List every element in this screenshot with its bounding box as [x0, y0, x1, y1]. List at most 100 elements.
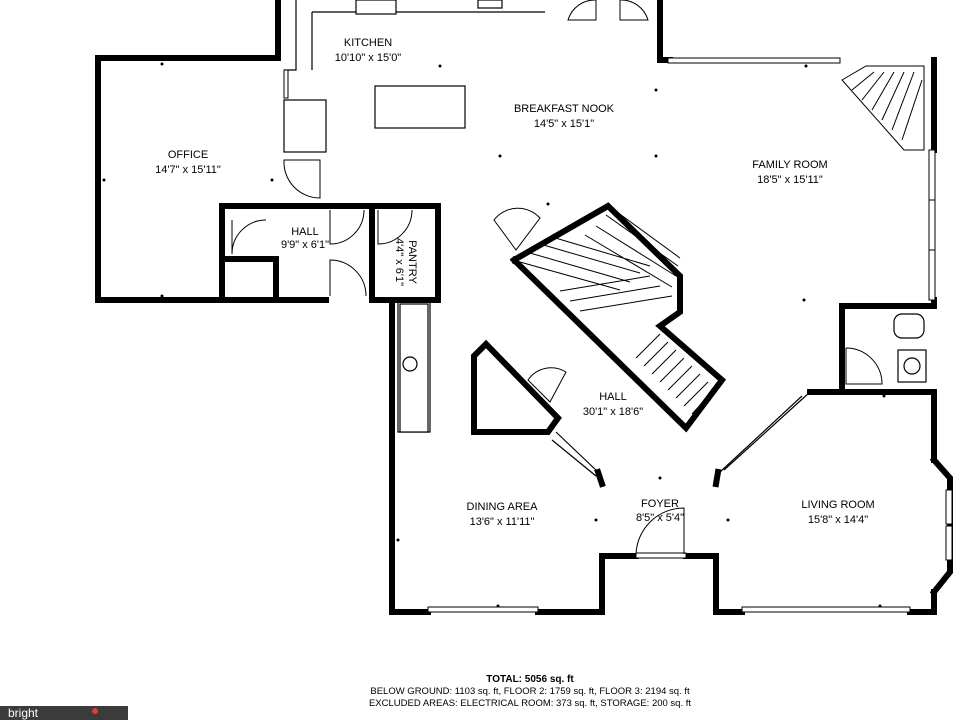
tick: [658, 476, 662, 480]
family-east-wall-lower: [839, 297, 937, 395]
tick: [882, 394, 886, 398]
office-size: 14'7" x 15'11": [155, 164, 221, 176]
door-pantry: [377, 209, 413, 245]
living-room-name: LIVING ROOM: [801, 499, 874, 511]
hall-small-name: HALL: [291, 226, 319, 238]
dining-south-wall: [535, 553, 639, 615]
foyer-west-stub: [594, 468, 606, 488]
stair-family-corner: [841, 65, 925, 151]
tick: [654, 154, 658, 158]
window-bay-2: [945, 525, 953, 561]
window-family-east-3: [928, 249, 936, 301]
kitchen-fridge: [283, 99, 327, 153]
living-bay-walls: [929, 455, 953, 597]
stair-lower-run: [635, 333, 715, 415]
family-room-name: FAMILY ROOM: [752, 159, 827, 171]
foyer-east-stub: [712, 468, 722, 488]
tick: [802, 298, 806, 302]
tick: [270, 178, 274, 182]
door-front: [635, 507, 685, 555]
hall-small-size: 9'9" x 6'1": [281, 239, 329, 251]
foyer-name: FOYER: [641, 498, 679, 510]
tick: [160, 62, 164, 66]
stairs: [519, 65, 925, 415]
tick: [804, 64, 808, 68]
hall-sink: [402, 356, 418, 372]
window-foyer: [635, 552, 687, 559]
stair-upper-run: [519, 211, 681, 312]
foyer-south-wall: [683, 553, 745, 615]
hall-pantry-walls: [219, 203, 441, 303]
kitchen-sink: [477, 0, 503, 9]
tick: [594, 518, 598, 522]
kitchen-partition: [284, 0, 297, 71]
total-area: TOTAL: 5056 sq. ft: [486, 674, 574, 685]
office-name: OFFICE: [168, 149, 208, 161]
tick: [726, 518, 730, 522]
window-family-east-2: [928, 199, 936, 251]
bath-toilet: [893, 313, 925, 339]
tick: [160, 294, 164, 298]
kitchen-island: [374, 85, 466, 129]
tick: [396, 538, 400, 542]
bath-sink: [903, 357, 921, 375]
hall-main-size: 30'1" x 18'6": [583, 406, 643, 418]
window-family-east-1: [928, 149, 936, 201]
window-kitchen-left: [283, 69, 289, 99]
office-walls: [95, 55, 281, 303]
dining-west-wall: [389, 297, 431, 615]
breakfast-nook-size: 14'5" x 15'1": [534, 118, 594, 130]
dining-diag: [555, 431, 599, 473]
room-labels: KITCHEN 10'10" x 15'0" BREAKFAST NOOK 14…: [155, 37, 874, 528]
door-kitchen-top-2: [619, 0, 649, 21]
pantry-name: PANTRY: [406, 240, 418, 284]
logo-text: bright: [8, 706, 39, 720]
nook-north-wall: [657, 0, 673, 63]
door-triangle-closet: [527, 367, 567, 403]
doors: [231, 0, 883, 555]
tick: [498, 154, 502, 158]
area-breakdown: BELOW GROUND: 1103 sq. ft, FLOOR 2: 1759…: [370, 686, 690, 697]
window-dining-south: [427, 606, 539, 613]
door-hall-1: [329, 209, 365, 245]
door-stair: [493, 207, 541, 251]
door-bath: [845, 347, 883, 385]
living-east-wall: [807, 389, 937, 463]
tick: [438, 64, 442, 68]
living-room-size: 15'8" x 14'4": [808, 514, 868, 526]
tick: [878, 604, 882, 608]
kitchen-size: 10'10" x 15'0": [335, 52, 402, 64]
door-office: [283, 159, 321, 199]
closet-wall: [221, 256, 279, 303]
dining-diag-2: [551, 439, 597, 477]
dining-area-name: DINING AREA: [467, 501, 539, 513]
kitchen-name: KITCHEN: [344, 37, 392, 49]
tick: [102, 178, 106, 182]
walls: [95, 0, 937, 615]
triangle-closet: [471, 339, 562, 435]
foyer-size: 8'5" x 5'4": [636, 512, 684, 524]
window-bay-1: [945, 489, 953, 525]
staircase-outline: [509, 202, 727, 433]
windows: [283, 57, 953, 613]
living-south-wall: [907, 589, 937, 615]
window-nook-north: [667, 57, 841, 64]
excluded-areas: EXCLUDED AREAS: ELECTRICAL ROOM: 373 sq.…: [368, 698, 692, 709]
pantry-size: 4'4" x 6'1": [393, 238, 405, 286]
door-kitchen-top-1: [567, 0, 597, 21]
breakfast-nook-name: BREAKFAST NOOK: [514, 103, 615, 115]
kitchen-stove: [355, 0, 397, 15]
window-living-south: [741, 606, 911, 613]
tick-marks: [102, 62, 886, 608]
door-hall-closet: [231, 219, 267, 255]
fixtures: [283, 0, 927, 433]
logo-dot-icon: [92, 708, 98, 714]
family-room-size: 18'5" x 15'11": [757, 174, 823, 186]
family-room-diag-2: [719, 395, 803, 473]
hall-main-name: HALL: [599, 391, 627, 403]
family-room-diag: [723, 391, 811, 471]
tick: [654, 88, 658, 92]
tick: [546, 202, 550, 206]
door-hall-2: [329, 259, 367, 297]
